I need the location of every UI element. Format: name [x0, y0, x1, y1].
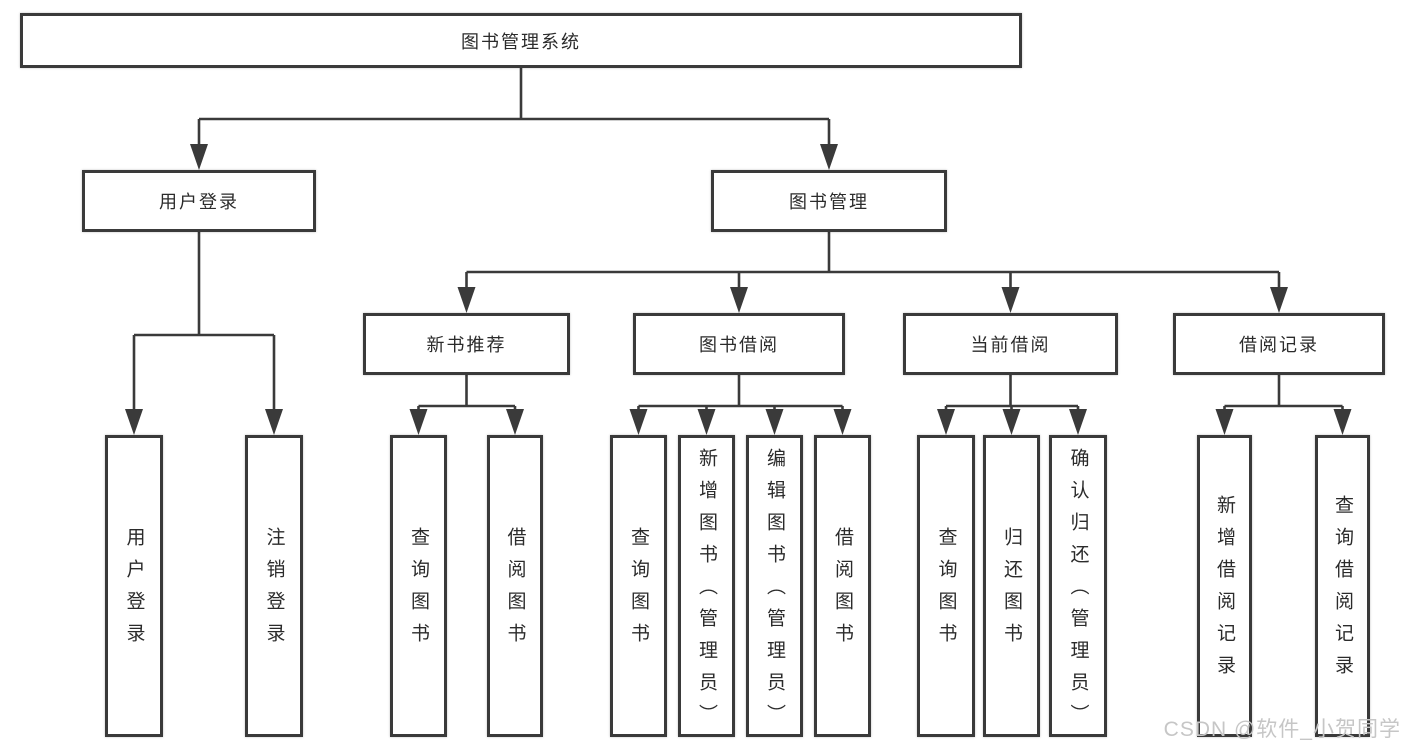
leaf-borrow-query: 查询图书	[610, 435, 667, 737]
node-user-login: 用户登录	[82, 170, 316, 232]
leaf-logout: 注销登录	[245, 435, 303, 737]
node-current-borrow: 当前借阅	[903, 313, 1118, 375]
leaf-newbook-query: 查询图书	[390, 435, 447, 737]
leaf-records-add: 新增借阅记录	[1197, 435, 1252, 737]
leaf-current-return: 归还图书	[983, 435, 1040, 737]
leaf-borrow-add: 新增图书（管理员）	[678, 435, 735, 737]
leaf-newbook-borrow: 借阅图书	[487, 435, 543, 737]
arrowheads	[125, 144, 1352, 435]
leaf-current-query: 查询图书	[917, 435, 975, 737]
csdn-watermark: CSDN @软件_小贺同学	[1163, 718, 1401, 741]
leaf-records-query: 查询借阅记录	[1315, 435, 1370, 737]
leaf-borrow-edit: 编辑图书（管理员）	[746, 435, 803, 737]
node-new-book-recommend: 新书推荐	[363, 313, 570, 375]
leaf-user-login: 用户登录	[105, 435, 163, 737]
node-root: 图书管理系统	[20, 13, 1022, 68]
leaf-current-confirm: 确认归还（管理员）	[1049, 435, 1107, 737]
node-borrow-records: 借阅记录	[1173, 313, 1385, 375]
leaf-borrow-borrow: 借阅图书	[814, 435, 871, 737]
node-book-management: 图书管理	[711, 170, 947, 232]
node-book-borrow: 图书借阅	[633, 313, 845, 375]
